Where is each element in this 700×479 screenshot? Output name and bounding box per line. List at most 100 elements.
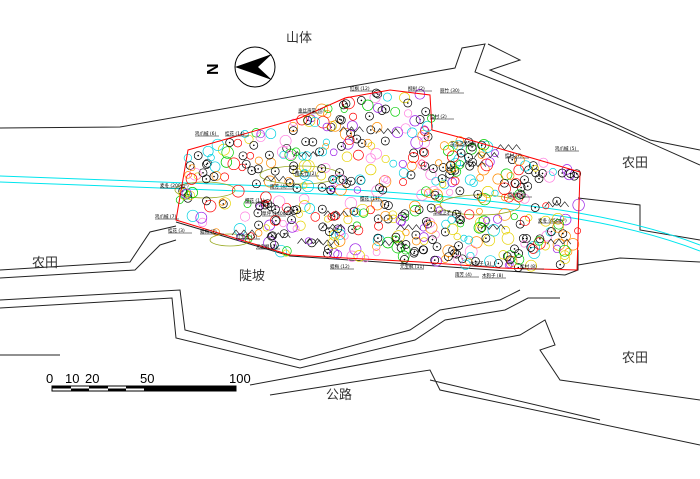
plant-label: 木狗子 (8) — [482, 272, 504, 279]
plant-label: 桂村 (2) — [430, 113, 447, 120]
shrub-symbol — [241, 130, 249, 138]
plant-label: 鸡爪槭 (7) — [155, 213, 177, 220]
tree-center-dot — [400, 247, 402, 249]
tree-symbol — [252, 179, 261, 189]
tree-center-dot — [422, 249, 425, 251]
shrub-symbol — [419, 148, 430, 158]
tree-center-dot — [350, 180, 352, 182]
shrub-symbol — [425, 169, 437, 181]
tree-center-dot — [384, 140, 387, 142]
shrub-symbol — [498, 182, 511, 195]
shrub-symbol — [317, 147, 328, 157]
tree-symbol — [352, 134, 362, 144]
plant-label: 雨芳 (4) — [455, 271, 472, 278]
shrub-symbol — [322, 142, 330, 150]
tree-center-dot — [459, 190, 461, 192]
shrub-symbol — [410, 136, 423, 149]
plant-label: 雨芳 (4) — [270, 183, 287, 190]
plant-label: 桂村 (7) — [505, 152, 522, 159]
hedge-line — [323, 210, 349, 217]
label-farmland-left: 农田 — [32, 256, 58, 271]
shrub-symbol — [428, 185, 440, 197]
tree-center-dot — [205, 178, 208, 180]
shrub-symbol — [400, 123, 411, 134]
tree-symbol — [430, 190, 440, 200]
shrub-symbol — [560, 253, 571, 264]
shrub-symbol — [328, 184, 337, 193]
plant-label: 丽竹 (30) — [440, 87, 460, 94]
shrub-symbol — [446, 223, 459, 235]
tree-symbol — [292, 183, 302, 193]
shrub-symbol — [455, 136, 465, 145]
shrub-symbol — [435, 159, 443, 167]
tree-symbol — [335, 114, 345, 124]
tree-symbol — [454, 241, 463, 251]
tree-center-dot — [382, 189, 384, 191]
tree-symbol — [288, 126, 298, 135]
shrub-symbol — [464, 209, 475, 220]
tree-center-dot — [283, 232, 285, 235]
tree-symbol — [317, 204, 327, 214]
shrub-symbol — [262, 224, 270, 232]
tree-center-dot — [349, 132, 352, 135]
shrub-symbol — [460, 234, 468, 242]
shrub-symbol — [323, 104, 333, 113]
slope-lower-edge — [0, 289, 521, 361]
shrub-symbol — [353, 149, 364, 161]
shrub-symbol — [316, 170, 327, 181]
plant-label: 桂村 (3) — [508, 191, 525, 198]
shrub-symbol — [417, 159, 427, 170]
tree-symbol — [254, 220, 263, 230]
tree-symbol — [572, 169, 582, 179]
shrub-symbol — [513, 164, 524, 176]
shrub-symbol — [372, 242, 381, 251]
tree-center-dot — [471, 146, 473, 148]
tree-symbol — [409, 148, 419, 158]
shrub-symbol — [520, 160, 532, 172]
tree-symbol — [455, 186, 465, 196]
shrub-symbol — [552, 212, 564, 225]
tree-center-dot — [321, 208, 324, 210]
tree-symbol — [515, 219, 525, 229]
shrub-symbol — [263, 175, 276, 188]
lawn-area — [209, 233, 251, 247]
tree-center-dot — [517, 266, 520, 269]
shrub-symbol — [476, 207, 483, 215]
shrub-symbol — [501, 226, 510, 235]
river — [0, 175, 700, 252]
shrub-symbol — [422, 120, 433, 132]
shrub-symbol — [188, 164, 196, 172]
plant-label: 垂丝海棠 (4) — [298, 107, 324, 114]
tree-symbol — [373, 214, 383, 224]
shrub-symbol — [541, 230, 553, 242]
tree-center-dot — [293, 209, 295, 212]
shrub-symbol — [442, 244, 455, 257]
tree-symbol — [522, 234, 531, 243]
tree-center-dot — [427, 136, 429, 138]
tree-symbol — [317, 182, 327, 192]
tree-center-dot — [413, 250, 416, 253]
shrub-symbol — [491, 149, 499, 157]
tree-center-dot — [534, 172, 537, 174]
shrub-symbol — [501, 193, 509, 202]
tree-center-dot — [290, 218, 293, 221]
tree-symbol — [346, 176, 356, 186]
tree-symbol — [452, 249, 461, 259]
shrub-symbol — [254, 156, 263, 165]
tree-center-dot — [296, 208, 298, 211]
tree-center-dot — [274, 170, 277, 172]
tree-center-dot — [242, 155, 244, 157]
shrub-symbol — [419, 232, 429, 242]
shrub-symbol — [282, 246, 292, 256]
shrub-symbol — [270, 215, 281, 226]
tree-symbol — [520, 175, 529, 185]
shrub-symbol — [478, 215, 490, 227]
tree-symbol — [266, 202, 276, 212]
tree-symbol — [346, 129, 355, 138]
scale-tick-0: 0 — [46, 371, 53, 386]
tree-center-dot — [449, 164, 452, 166]
scale-bar: 0 10 20 50 100 — [46, 371, 251, 392]
tree-symbol — [510, 179, 520, 188]
tree-symbol — [430, 255, 440, 265]
scale-tick-100: 100 — [229, 371, 251, 386]
